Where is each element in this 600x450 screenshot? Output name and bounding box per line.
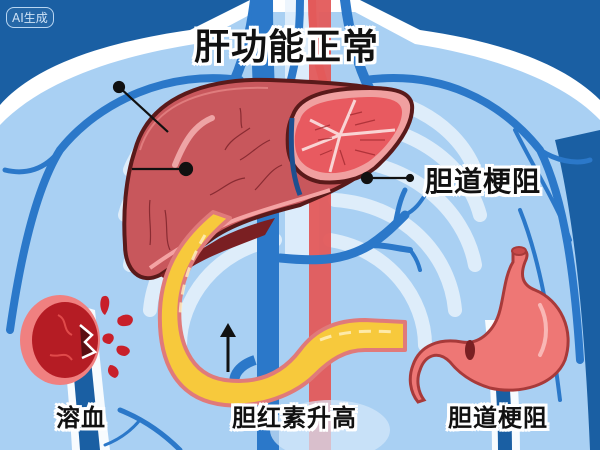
label-bilirubin-elevated: 胆红素升高 xyxy=(232,404,357,432)
gallbladder-cross-section xyxy=(285,85,415,196)
arrow-up-icon xyxy=(220,323,236,372)
label-hemolysis: 溶血 xyxy=(56,404,106,432)
stomach-icon xyxy=(408,246,570,404)
red-blood-cell-bursting-icon xyxy=(20,295,133,385)
intestine-hint xyxy=(270,400,390,450)
ai-generated-badge: AI生成 xyxy=(6,7,54,28)
pointer-lines xyxy=(112,80,415,185)
arm-gap-right xyxy=(555,130,600,450)
bile-duct xyxy=(157,210,407,408)
label-bile-duct-obstruction-bottom: 胆道梗阻 xyxy=(448,404,548,432)
title-liver-function-normal: 肝功能正常 xyxy=(194,27,380,68)
label-bile-duct-obstruction-right: 胆道梗阻 xyxy=(425,165,542,198)
portal-vein-branch xyxy=(275,187,427,272)
